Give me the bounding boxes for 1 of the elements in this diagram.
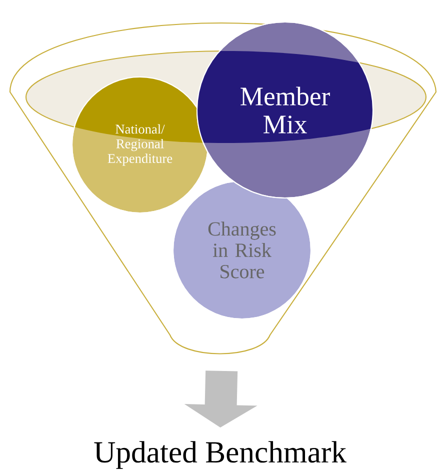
result-text: Updated Benchmark bbox=[94, 441, 346, 469]
